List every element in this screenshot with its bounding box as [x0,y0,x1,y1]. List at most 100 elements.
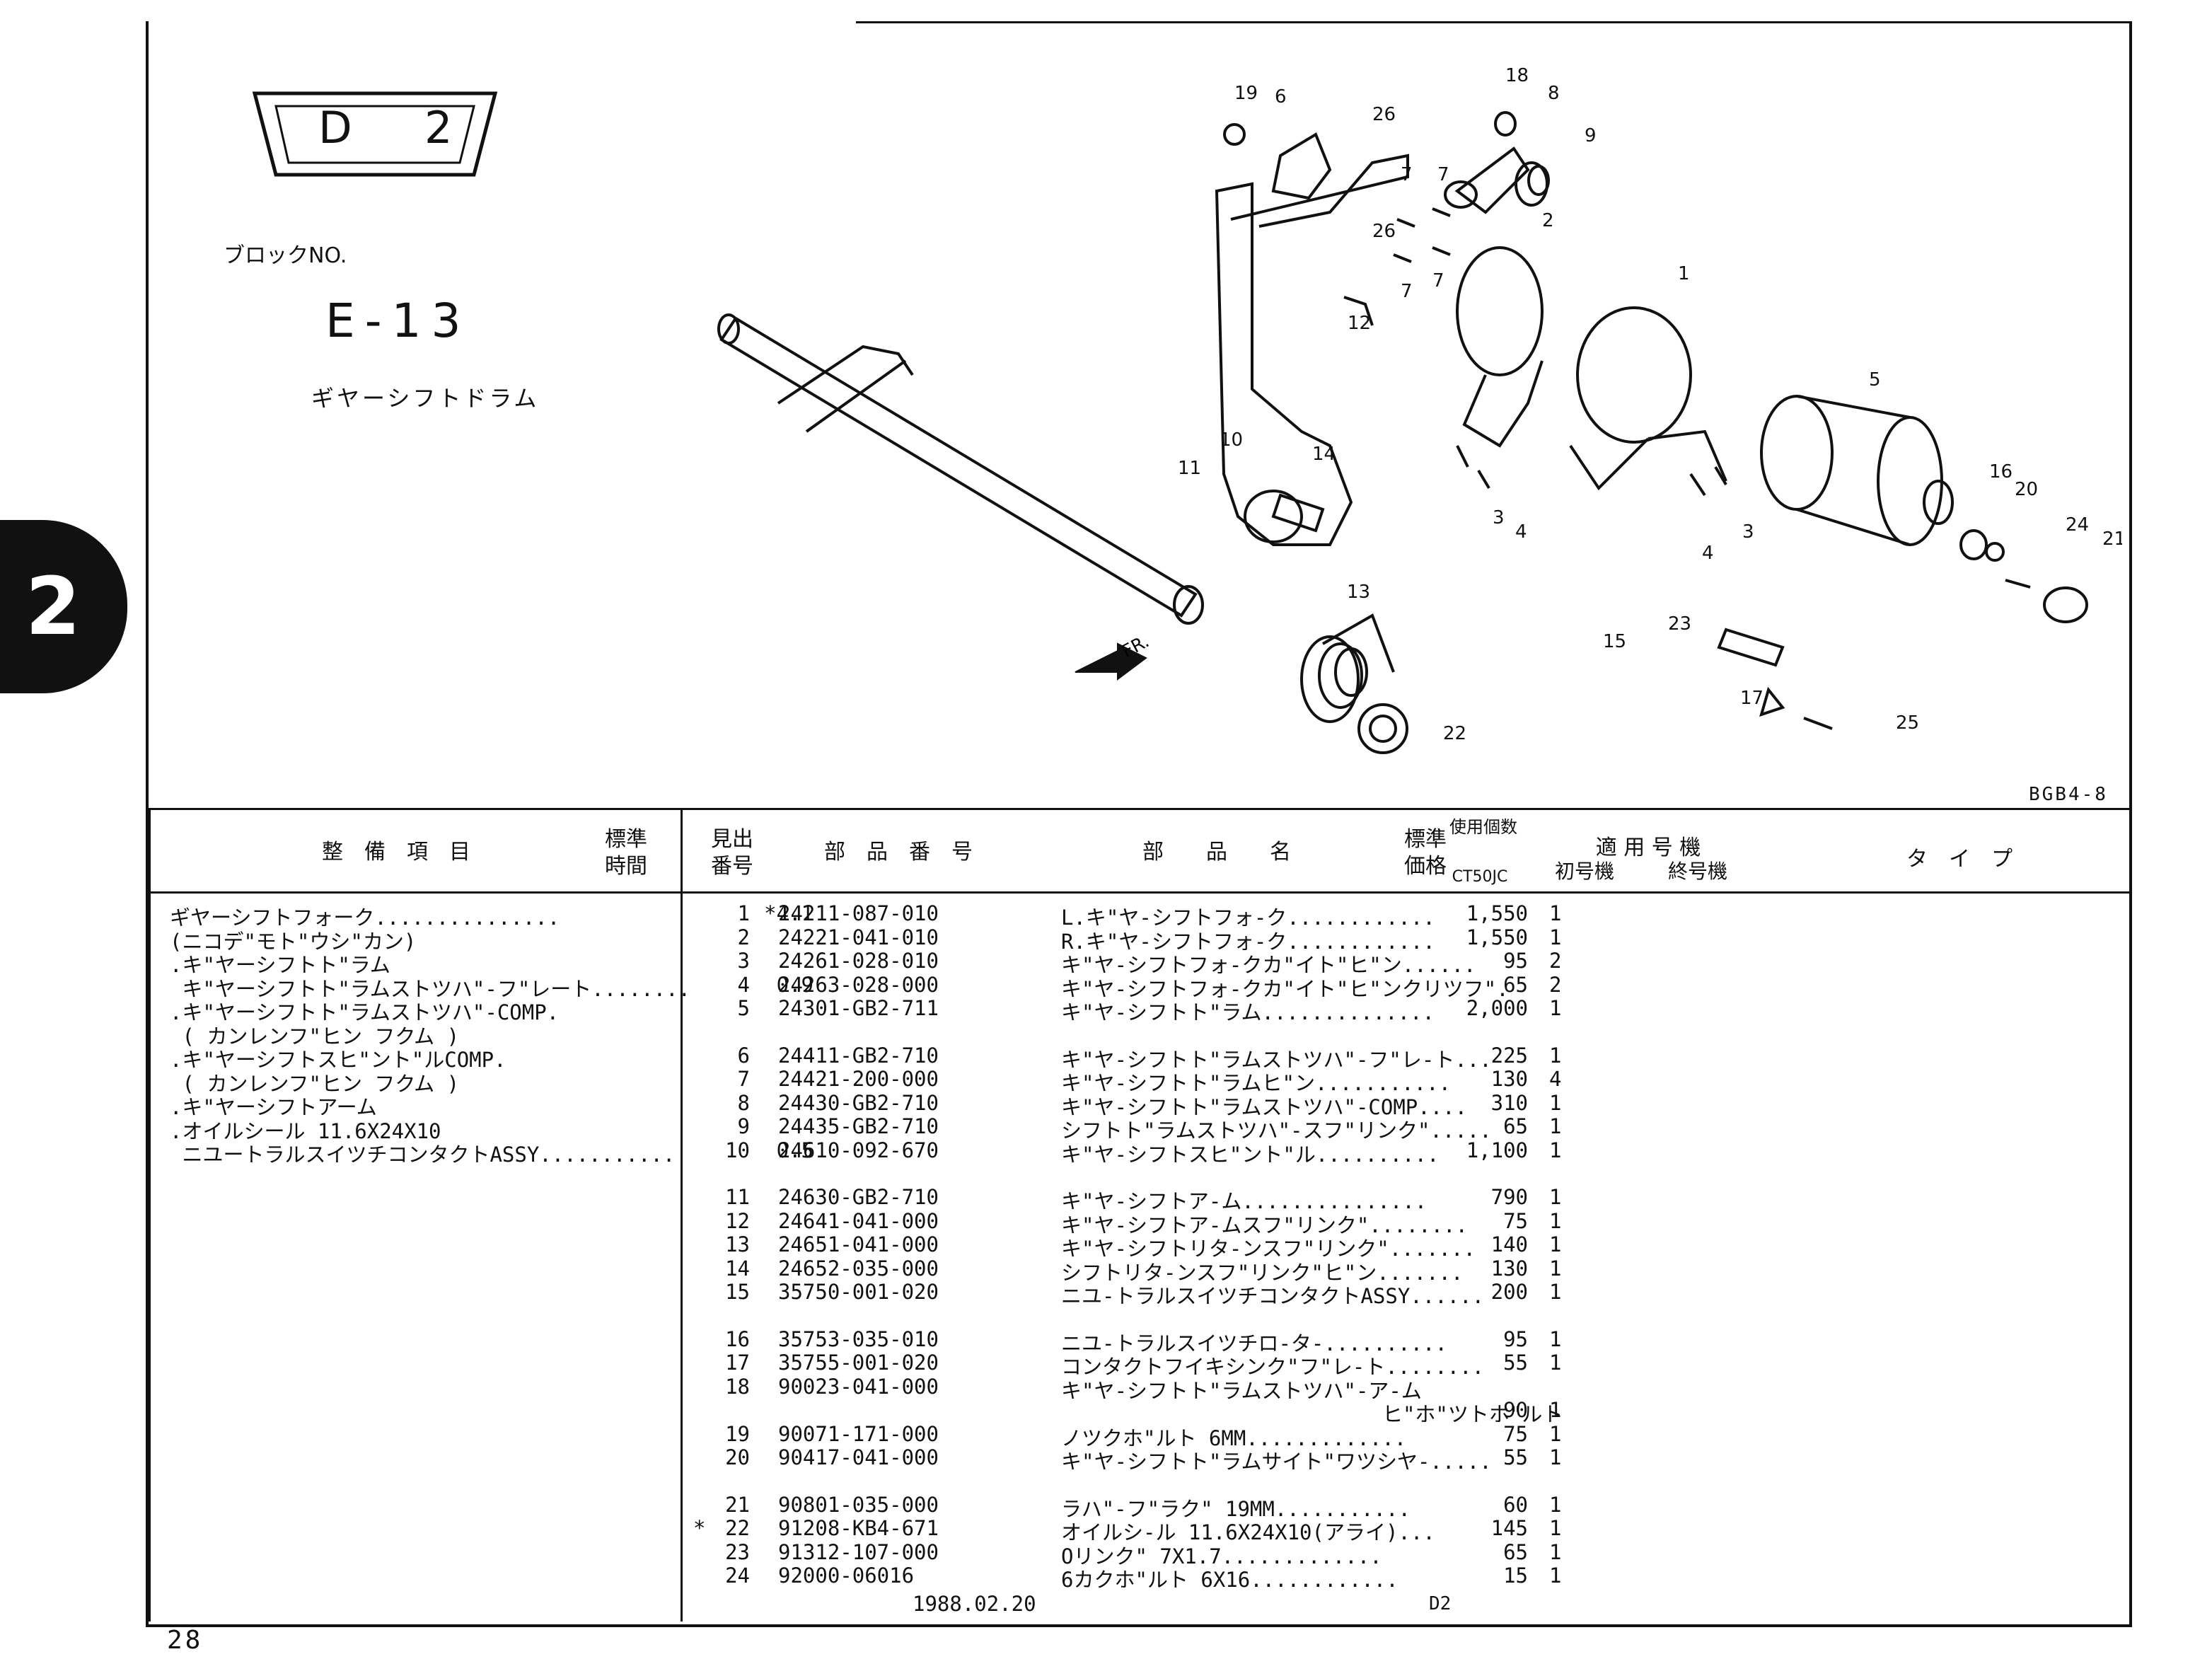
callout-4: 4 [1515,521,1527,543]
part-ref-no: 22 [725,1516,750,1540]
callout-3: 3 [1493,507,1505,528]
part-ref-no: 11 [725,1185,750,1209]
part-mark: * [693,1516,706,1540]
part-number: 24221-041-010 [778,925,939,949]
section-tab: 2 [0,520,127,693]
part-ref-no: 3 [737,949,750,973]
part-number: 24630-GB2-710 [778,1185,939,1209]
part-name: コンタクトフイキシンク"フ"レ-ト........ [1061,1355,1485,1379]
service-item-row: ( カンレンフ"ヒン フクム ) [170,1068,679,1096]
part-number: 24263-028-000 [778,972,939,997]
part-price: 790 [1490,1185,1528,1209]
part-qty: 1 [1549,1232,1562,1256]
part-name: キ"ヤ-シフトスヒ"ント"ル.......... [1061,1142,1440,1167]
callout-12: 12 [1348,313,1371,334]
service-item-name: .キ"ヤーシフトト"ラムストツハ"-COMP. [170,1000,560,1024]
part-number: 90801-035-000 [778,1492,939,1517]
page-number: 28 [167,1626,204,1655]
header-service-item: 整 備 項 目 [322,840,470,865]
part-name: ヒ"ホ"ツトホ"ルト [1061,1402,1563,1426]
part-qty: 1 [1549,1516,1562,1540]
service-item-row: .キ"ヤーシフトト"ラムストツハ"-COMP. [170,996,679,1024]
service-item-row: キ"ヤーシフトト"ラムストツハ"-フ"レート........0.9 [170,973,813,1001]
service-item-time: 0.5 [776,1138,813,1162]
header-part-no: 部 品 番 号 [824,840,973,865]
callout-22: 22 [1443,723,1466,744]
part-price: 55 [1503,1445,1528,1469]
callout-1: 1 [1678,263,1690,284]
part-price: 90 [1503,1398,1528,1422]
callout-19: 19 [1234,83,1258,104]
header-std-price: 標準 価格 [1404,827,1447,879]
service-item-row: ( カンレンフ"ヒン フクム ) [170,1020,679,1048]
part-number: 35753-035-010 [778,1326,939,1351]
part-ref-no: 24 [725,1563,750,1588]
part-name: キ"ヤ-シフトト"ラム.............. [1061,1000,1435,1024]
part-ref-no: 23 [725,1539,750,1564]
part-qty: 1 [1549,1351,1562,1375]
callout-18: 18 [1505,65,1529,86]
callout-14: 14 [1312,444,1336,465]
table-header-rule [149,891,2129,894]
part-number: 24652-035-000 [778,1256,939,1281]
part-qty: 1 [1549,1185,1562,1209]
part-number: 24610-092-670 [778,1138,939,1162]
part-name: オイルシ-ル 11.6X24X10(アライ)... [1061,1520,1435,1544]
part-ref-no: 17 [725,1351,750,1375]
service-item-row: (ニコデ"モト"ウシ"カン) [170,925,679,954]
part-number: 35750-001-020 [778,1280,939,1304]
part-price: 95 [1503,1326,1528,1351]
part-number: 24301-GB2-711 [778,996,939,1020]
part-price: 2,000 [1466,996,1528,1020]
service-item-name: ( カンレンフ"ヒン フクム ) [170,1024,460,1048]
part-qty: 1 [1549,1280,1562,1304]
part-name: キ"ヤ-シフトリタ-ンスフ"リンク"....... [1061,1237,1476,1261]
callout-10: 10 [1220,429,1243,451]
service-item-name: ニユートラルスイツチコンタクトASSY........... [170,1143,676,1167]
callout-2: 2 [1542,210,1554,231]
part-number: 24651-041-000 [778,1232,939,1256]
part-name: キ"ヤ-シフトト"ラムサイト"ワツシヤ-..... [1061,1450,1492,1474]
part-price: 140 [1490,1232,1528,1256]
block-badge: D 2 [248,86,502,182]
part-price: 55 [1503,1351,1528,1375]
part-price: 225 [1490,1043,1528,1068]
part-ref-no: 18 [725,1374,750,1399]
part-name: シフトト"ラムストツハ"-スフ"リンク"..... [1061,1118,1492,1143]
part-price: 75 [1503,1421,1528,1446]
part-qty: 1 [1549,1256,1562,1281]
part-ref-no: 12 [725,1208,750,1233]
part-number: 24435-GB2-710 [778,1114,939,1138]
part-name: L.キ"ヤ-シフトフォ-ク............ [1061,906,1435,930]
callout-25: 25 [1896,712,1919,734]
table-top-rule [149,808,2129,810]
service-item-time: 0.9 [776,972,813,997]
part-qty: 1 [1549,1208,1562,1233]
part-ref-no: 14 [725,1256,750,1281]
part-qty: 1 [1549,1138,1562,1162]
service-item-row: ギヤーシフトフォーク...............*4.1 [170,901,813,930]
callout-5: 5 [1869,369,1881,391]
part-name: キ"ヤ-シフトア-ムスフ"リンク"........ [1061,1213,1468,1237]
part-name: キ"ヤ-シフトト"ラムストツハ"-フ"レ-ト... [1061,1047,1492,1072]
part-qty: 1 [1549,1398,1562,1422]
diagram-code: BGB4-8 [2029,784,2108,805]
badge-number: 2 [424,102,453,154]
service-item-row: ニユートラルスイツチコンタクトASSY........... 0.5 [170,1138,813,1167]
part-price: 60 [1503,1492,1528,1517]
part-name: R.キ"ヤ-シフトフォ-ク............ [1061,929,1435,954]
